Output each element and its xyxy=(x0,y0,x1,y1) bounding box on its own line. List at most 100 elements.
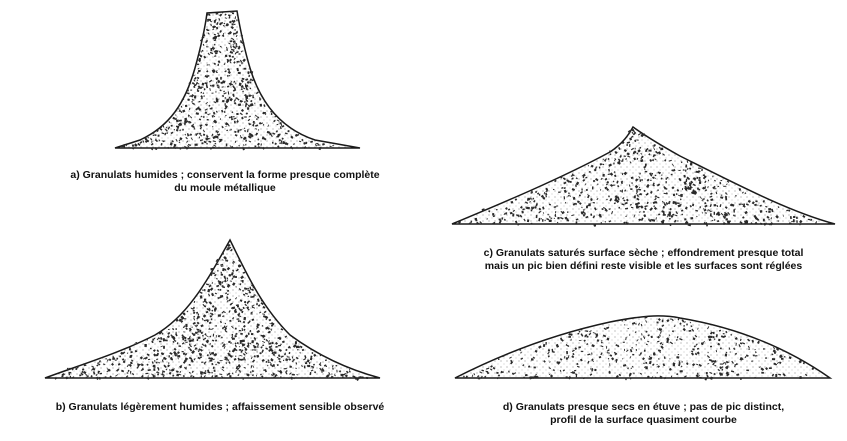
aggregate-grain xyxy=(540,194,545,199)
aggregate-grain xyxy=(703,208,707,212)
aggregate-grain xyxy=(696,351,700,355)
aggregate-grain xyxy=(692,189,695,192)
aggregate-grain xyxy=(239,342,242,344)
aggregate-grain xyxy=(624,319,627,322)
aggregate-grain xyxy=(95,373,98,377)
aggregate-grain xyxy=(672,168,676,172)
aggregate-grain xyxy=(212,114,216,118)
aggregate-grain xyxy=(609,172,614,176)
aggregate-grain xyxy=(242,144,245,146)
aggregate-grain xyxy=(243,328,246,332)
aggregate-grain xyxy=(201,317,204,321)
aggregate-grain xyxy=(683,321,686,323)
aggregate-grain xyxy=(638,188,642,191)
aggregate-grain xyxy=(222,24,225,27)
aggregate-grain xyxy=(221,342,224,344)
aggregate-grain xyxy=(648,172,652,176)
aggregate-grain xyxy=(586,335,589,338)
aggregate-grain xyxy=(244,300,247,304)
aggregate-grain xyxy=(606,326,609,330)
aggregate-grain xyxy=(139,356,143,360)
aggregate-grain xyxy=(715,334,718,336)
aggregate-grain xyxy=(709,331,713,335)
aggregate-grain xyxy=(231,83,234,86)
aggregate-grain xyxy=(260,122,264,125)
aggregate-grain xyxy=(572,352,575,356)
aggregate-grain xyxy=(568,332,571,336)
aggregate-grain xyxy=(279,337,282,340)
aggregate-grain xyxy=(238,144,240,147)
aggregate-grain xyxy=(217,79,221,84)
aggregate-grain xyxy=(569,180,572,183)
aggregate-grain xyxy=(668,367,672,371)
aggregate-grain xyxy=(321,142,325,146)
aggregate-grain xyxy=(524,201,529,204)
aggregate-grain xyxy=(180,320,184,323)
aggregate-grain xyxy=(647,376,650,378)
aggregate-grain xyxy=(277,354,281,358)
aggregate-grain xyxy=(669,341,674,345)
aggregate-grain xyxy=(331,364,334,368)
aggregate-grain xyxy=(571,355,575,359)
aggregate-grain xyxy=(686,362,689,365)
aggregate-grain xyxy=(544,192,548,196)
aggregate-grain xyxy=(756,340,760,344)
aggregate-grain xyxy=(294,341,297,345)
aggregate-grain xyxy=(149,347,152,350)
aggregate-grain xyxy=(685,188,688,191)
aggregate-grain xyxy=(178,373,182,376)
aggregate-grain xyxy=(285,143,288,145)
aggregate-grain xyxy=(197,313,200,316)
aggregate-grain xyxy=(262,305,266,309)
aggregate-grain xyxy=(694,352,698,356)
aggregate-grain xyxy=(254,145,257,148)
aggregate-grain xyxy=(181,129,184,131)
aggregate-grain xyxy=(221,11,224,14)
aggregate-grain xyxy=(179,147,182,150)
aggregate-grain xyxy=(545,341,547,345)
aggregate-grain xyxy=(193,74,195,77)
aggregate-grain xyxy=(243,316,247,321)
aggregate-grain xyxy=(270,345,273,348)
aggregate-grain xyxy=(653,206,658,210)
aggregate-grain xyxy=(226,46,228,50)
aggregate-grain xyxy=(225,292,228,295)
aggregate-grain xyxy=(146,377,150,380)
aggregate-grain xyxy=(614,159,616,162)
aggregate-grain xyxy=(244,100,246,103)
aggregate-grain xyxy=(219,89,222,92)
aggregate-grain xyxy=(203,298,207,301)
aggregate-grain xyxy=(287,346,291,349)
aggregate-grain xyxy=(212,366,215,369)
aggregate-grain xyxy=(725,362,727,365)
aggregate-grain xyxy=(636,192,638,195)
aggregate-grain xyxy=(501,371,504,374)
aggregate-grain xyxy=(687,223,692,227)
aggregate-grain xyxy=(240,275,245,280)
aggregate-grain xyxy=(255,132,259,135)
aggregate-grain xyxy=(137,142,141,147)
aggregate-grain xyxy=(228,116,231,119)
aggregate-grain xyxy=(310,355,313,358)
aggregate-grain xyxy=(277,344,282,347)
aggregate-grain xyxy=(172,374,175,377)
aggregate-grain xyxy=(234,344,237,348)
aggregate-grain xyxy=(213,62,217,66)
aggregate-grain xyxy=(652,184,655,187)
aggregate-grain xyxy=(187,338,191,340)
aggregate-grain xyxy=(650,357,653,360)
aggregate-grain xyxy=(686,160,689,163)
aggregate-grain xyxy=(269,348,274,353)
aggregate-grain xyxy=(754,355,758,357)
aggregate-grain xyxy=(714,179,716,182)
aggregate-grain xyxy=(217,32,219,35)
aggregate-grain xyxy=(530,209,533,212)
aggregate-grain xyxy=(226,74,229,78)
aggregate-grain xyxy=(519,214,523,218)
aggregate-grain xyxy=(76,366,79,369)
aggregate-grain xyxy=(242,353,246,356)
aggregate-grain xyxy=(582,176,585,179)
aggregate-grain xyxy=(738,344,741,348)
aggregate-grain xyxy=(644,165,647,168)
aggregate-grain xyxy=(757,204,759,206)
